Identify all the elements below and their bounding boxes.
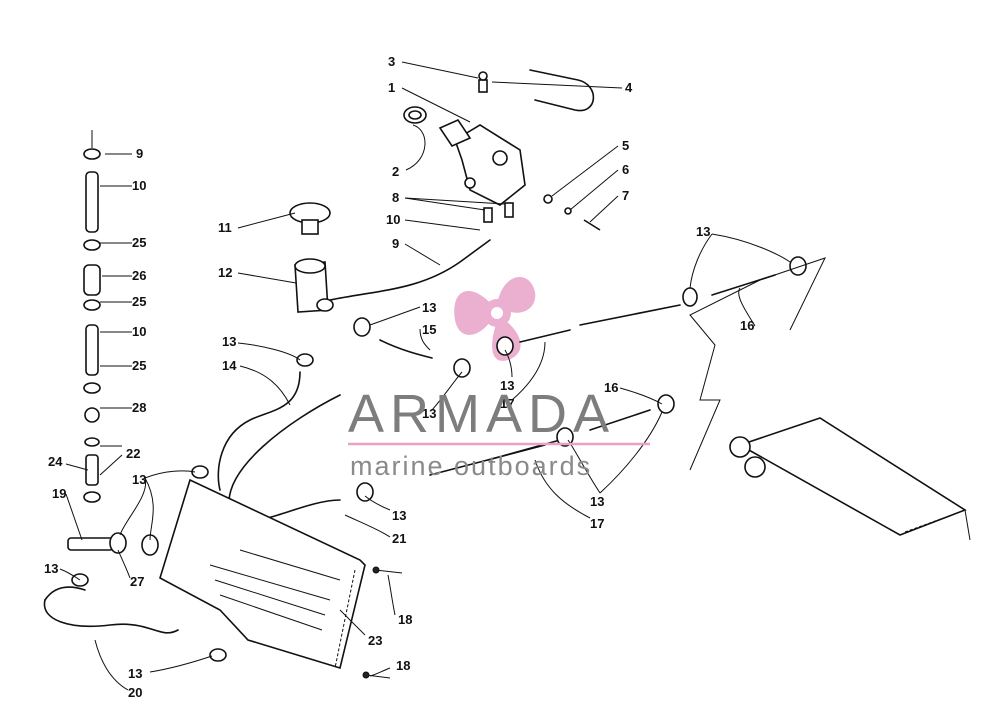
callout-10-left-upper: 10 <box>132 178 146 193</box>
callout-16-lower: 16 <box>604 380 618 395</box>
callout-8: 8 <box>392 190 399 205</box>
callout-17-lower: 17 <box>590 516 604 531</box>
callout-4: 4 <box>625 80 633 95</box>
callout-23: 23 <box>368 633 382 648</box>
callout-17-upper: 17 <box>500 396 514 411</box>
coolant-hoses <box>43 274 776 634</box>
armada-propeller-logo <box>454 277 536 361</box>
callout-6: 6 <box>622 162 629 177</box>
callout-13-h: 13 <box>132 472 146 487</box>
radiator-core <box>159 478 366 670</box>
callout-13-b: 13 <box>422 300 436 315</box>
callout-27: 27 <box>130 574 144 589</box>
callout-16-upper: 16 <box>740 318 754 333</box>
watermark-brand: ARMADA <box>348 384 615 444</box>
callout-13-j: 13 <box>128 666 142 681</box>
callout-25-middle: 25 <box>132 294 146 309</box>
callout-13-a: 13 <box>696 224 710 239</box>
radiator-filler-neck <box>289 202 334 313</box>
callout-28: 28 <box>132 400 146 415</box>
callout-21: 21 <box>392 531 406 546</box>
callout-13-i: 13 <box>44 561 58 576</box>
callout-20: 20 <box>128 685 142 700</box>
callout-22: 22 <box>126 446 140 461</box>
callout-13-f: 13 <box>590 494 604 509</box>
callout-2: 2 <box>392 164 399 179</box>
callout-11: 11 <box>218 220 232 235</box>
callout-18-upper: 18 <box>398 612 412 627</box>
callout-12: 12 <box>218 265 232 280</box>
callout-7: 7 <box>622 188 629 203</box>
callout-15: 15 <box>422 322 436 337</box>
watermark-tagline: marine outboards <box>350 451 592 481</box>
callout-13-d: 13 <box>422 406 436 421</box>
callout-numbers: 3 1 4 2 5 6 7 8 10 9 9 10 25 26 25 10 25… <box>44 54 754 700</box>
callout-1: 1 <box>388 80 395 95</box>
callout-24: 24 <box>48 454 63 469</box>
callout-9-top: 9 <box>392 236 399 251</box>
callout-5: 5 <box>622 138 629 153</box>
callout-leader-lines <box>59 61 791 691</box>
callout-18-lower: 18 <box>396 658 410 673</box>
pump-bracket-assembly <box>329 69 601 301</box>
callout-10-top: 10 <box>386 212 400 227</box>
callout-13-c: 13 <box>222 334 236 349</box>
vent-line-stack <box>83 130 101 503</box>
callout-3: 3 <box>388 54 395 69</box>
heat-exchanger <box>689 257 971 541</box>
callout-14: 14 <box>222 358 237 373</box>
callout-13-g: 13 <box>392 508 406 523</box>
callout-25-lower: 25 <box>132 358 146 373</box>
callout-19: 19 <box>52 486 66 501</box>
callout-10-left-lower: 10 <box>132 324 146 339</box>
armada-watermark: ARMADA marine outboards <box>348 384 650 481</box>
callout-25-upper: 25 <box>132 235 146 250</box>
callout-26: 26 <box>132 268 146 283</box>
callout-9-left: 9 <box>136 146 143 161</box>
callout-13-e: 13 <box>500 378 514 393</box>
